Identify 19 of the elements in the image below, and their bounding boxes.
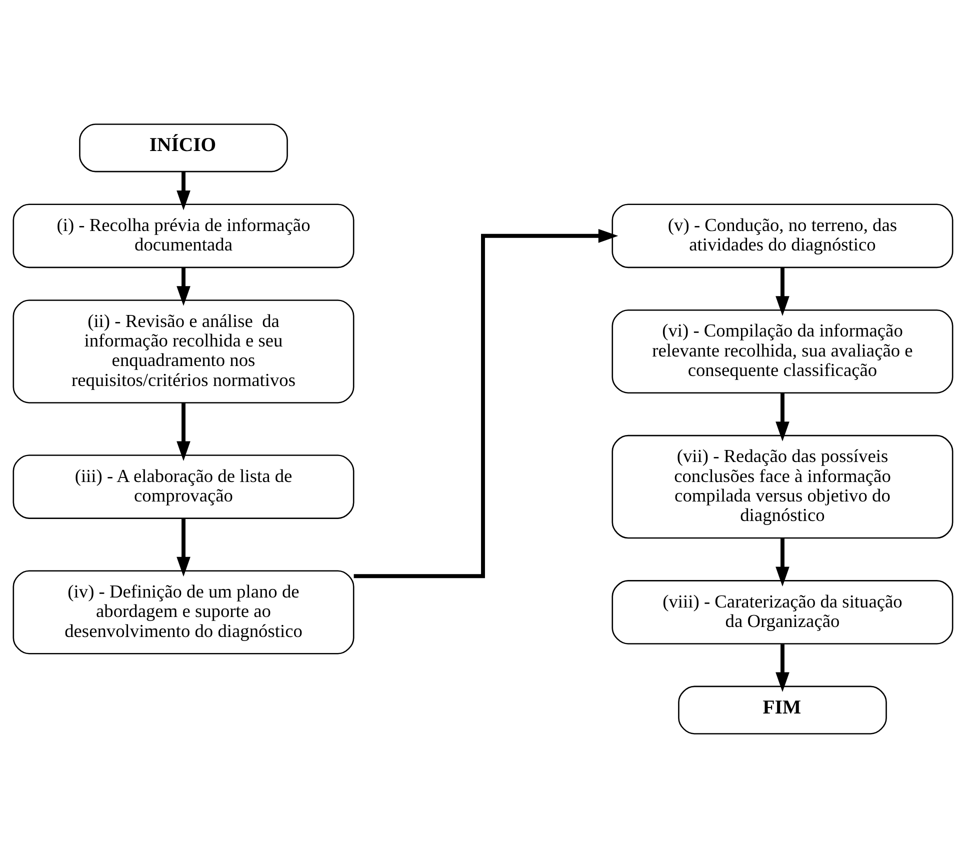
- node-box: (i) - Recolha prévia de informação documentada: [12, 203, 354, 268]
- node-box: (iii) - A elaboração de lista de comprovação: [12, 454, 354, 518]
- arrow: [776, 644, 790, 692]
- arrow: [176, 402, 190, 460]
- node-box: FIM: [678, 685, 887, 734]
- node-box: (ii) - Revisão e análise da informação recolhida e seu enquadramento nos requisitos/critérios normativos: [12, 299, 354, 403]
- node-box: (vii) - Redação das possíveis conclusões face à informação compilada versus objetivo do diagnóstico: [612, 434, 954, 538]
- node-box: (v) - Condução, no terreno, das atividades do diagnóstico: [612, 203, 954, 268]
- node-box: (viii) - Caraterização da situação da Organização: [612, 580, 954, 644]
- node-box: (iv) - Definição de um plano de abordagem e suporte ao desenvolvimento do diagnóstico: [12, 570, 354, 654]
- arrow: [776, 267, 790, 316]
- node-box: INÍCIO: [79, 123, 288, 172]
- arrow: [776, 392, 790, 441]
- arrow: [176, 518, 190, 576]
- arrow: [354, 228, 618, 578]
- node-box: (vi) - Compilação da informação relevante recolhida, sua avaliação e consequente classificação: [612, 308, 954, 394]
- arrow: [776, 538, 790, 586]
- arrow: [176, 171, 190, 210]
- arrow: [176, 267, 190, 306]
